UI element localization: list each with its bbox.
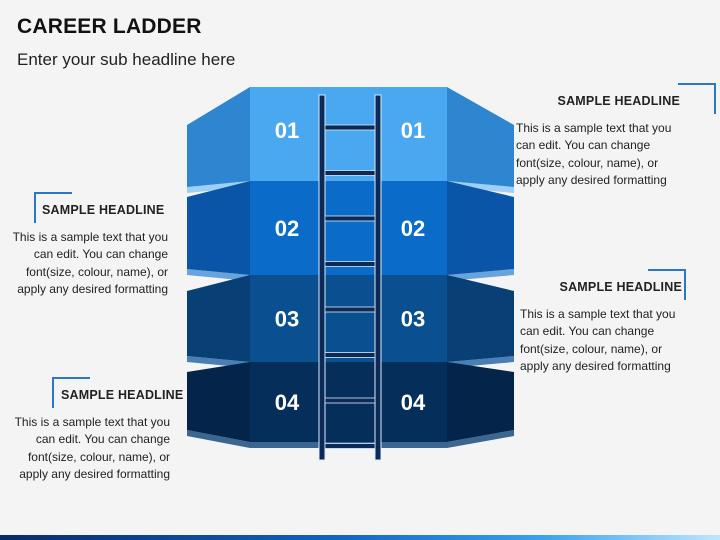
callout-headline: SAMPLE HEADLINE: [61, 388, 184, 402]
step-underside: [187, 430, 514, 448]
step-front-face: [250, 275, 447, 362]
ladder-step-4: [187, 362, 514, 448]
ladder-rung: [324, 124, 376, 131]
step-label-right: 02: [401, 216, 425, 241]
callout-text: This is a sample text that you can edit.…: [14, 415, 170, 481]
ladder-rung: [324, 261, 376, 267]
footer-accent-bar: [0, 535, 720, 540]
ladder-rung: [324, 443, 376, 449]
step-label-left: 03: [275, 307, 299, 332]
ladder-rail-left: [318, 94, 326, 461]
callout-headline: SAMPLE HEADLINE: [557, 94, 680, 108]
step-right-face: [447, 362, 514, 442]
step-label-right: 04: [401, 390, 426, 415]
step-labels: 01 01 02 02 03 03 04 04: [275, 118, 426, 415]
callout-text: This is a sample text that you can edit.…: [520, 307, 676, 373]
step-label-left: 02: [275, 216, 299, 241]
callout-bracket: [648, 269, 686, 300]
callout-headline: SAMPLE HEADLINE: [559, 280, 682, 294]
step-left-face: [187, 275, 250, 362]
step-left-face: [187, 181, 250, 275]
ladder-rung: [324, 306, 376, 313]
step-front-face: [250, 181, 447, 275]
step-label-left: 04: [275, 390, 300, 415]
step-right-face: [447, 181, 514, 275]
callout-bracket: [34, 192, 72, 223]
callout-headline: SAMPLE HEADLINE: [42, 203, 165, 217]
step-label-left: 01: [275, 118, 299, 143]
ladder-rung: [324, 397, 376, 404]
callout-text: This is a sample text that you can edit.…: [516, 121, 672, 187]
step-left-face: [187, 362, 250, 442]
step-right-face: [447, 275, 514, 362]
step-left-face: [187, 87, 250, 187]
ladder-rung: [324, 215, 376, 222]
step-label-right: 01: [401, 118, 425, 143]
callout-bracket: [678, 83, 716, 114]
page-subtitle: Enter your sub headline here: [17, 50, 236, 69]
ladder-blocks: [187, 87, 514, 448]
page-title: CAREER LADDER: [17, 15, 202, 38]
ladder-rung: [324, 352, 376, 358]
step-label-right: 03: [401, 307, 425, 332]
ladder-rail-right: [374, 94, 382, 461]
ladder-rung: [324, 170, 376, 176]
callout-bracket: [52, 377, 90, 408]
ladder: [318, 94, 382, 461]
ladder-step-1: [187, 87, 514, 193]
step-right-face: [447, 87, 514, 187]
callout-text: This is a sample text that you can edit.…: [12, 230, 168, 296]
step-front-face: [250, 87, 447, 181]
